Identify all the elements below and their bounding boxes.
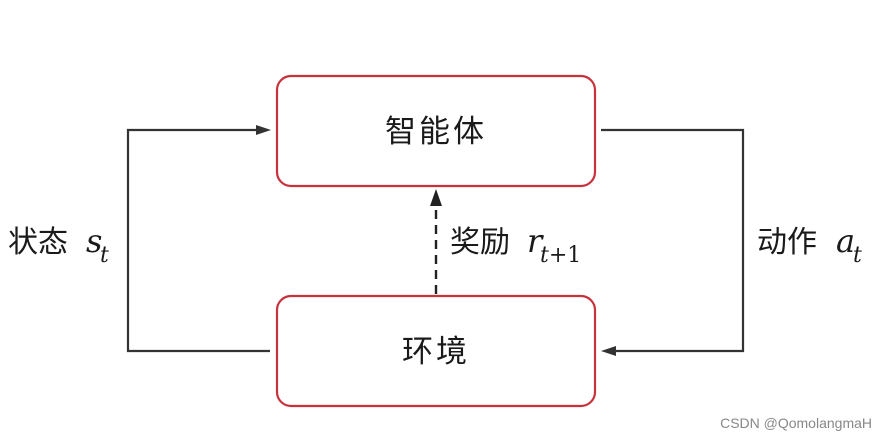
agent-label: 智能体 [385, 114, 487, 150]
state-label-group: 状态 s t [8, 222, 109, 268]
state-edge [126, 125, 271, 353]
watermark-text: CSDN @QomolangmaH [720, 415, 872, 431]
state-label: 状态 [8, 225, 68, 260]
action-arrowhead [601, 346, 616, 356]
reward-var: r [527, 222, 544, 260]
reward-sub-var: t [540, 243, 549, 268]
environment-box [275, 294, 597, 408]
environment-node: 环境 [275, 294, 597, 408]
reward-sub: t+1 [540, 243, 581, 268]
state-arrowhead [256, 125, 271, 135]
reward-sub-rest: +1 [549, 243, 581, 268]
action-var: a [836, 222, 855, 260]
action-label: 动作 [757, 225, 817, 260]
agent-box [275, 74, 597, 188]
reward-label: 奖励 [450, 225, 510, 260]
state-sub: t [100, 243, 109, 268]
state-edge-line [126, 128, 270, 353]
state-var: s [86, 222, 102, 260]
environment-label: 环境 [402, 334, 470, 370]
agent-node: 智能体 [275, 74, 597, 188]
action-edge-line [601, 128, 745, 353]
reward-label-group: 奖励 r t+1 [450, 222, 581, 268]
action-sub: t [853, 243, 862, 268]
reward-edge [430, 189, 442, 294]
action-edge [601, 128, 745, 356]
action-label-group: 动作 a t [757, 222, 862, 268]
reward-arrowhead [430, 189, 442, 206]
